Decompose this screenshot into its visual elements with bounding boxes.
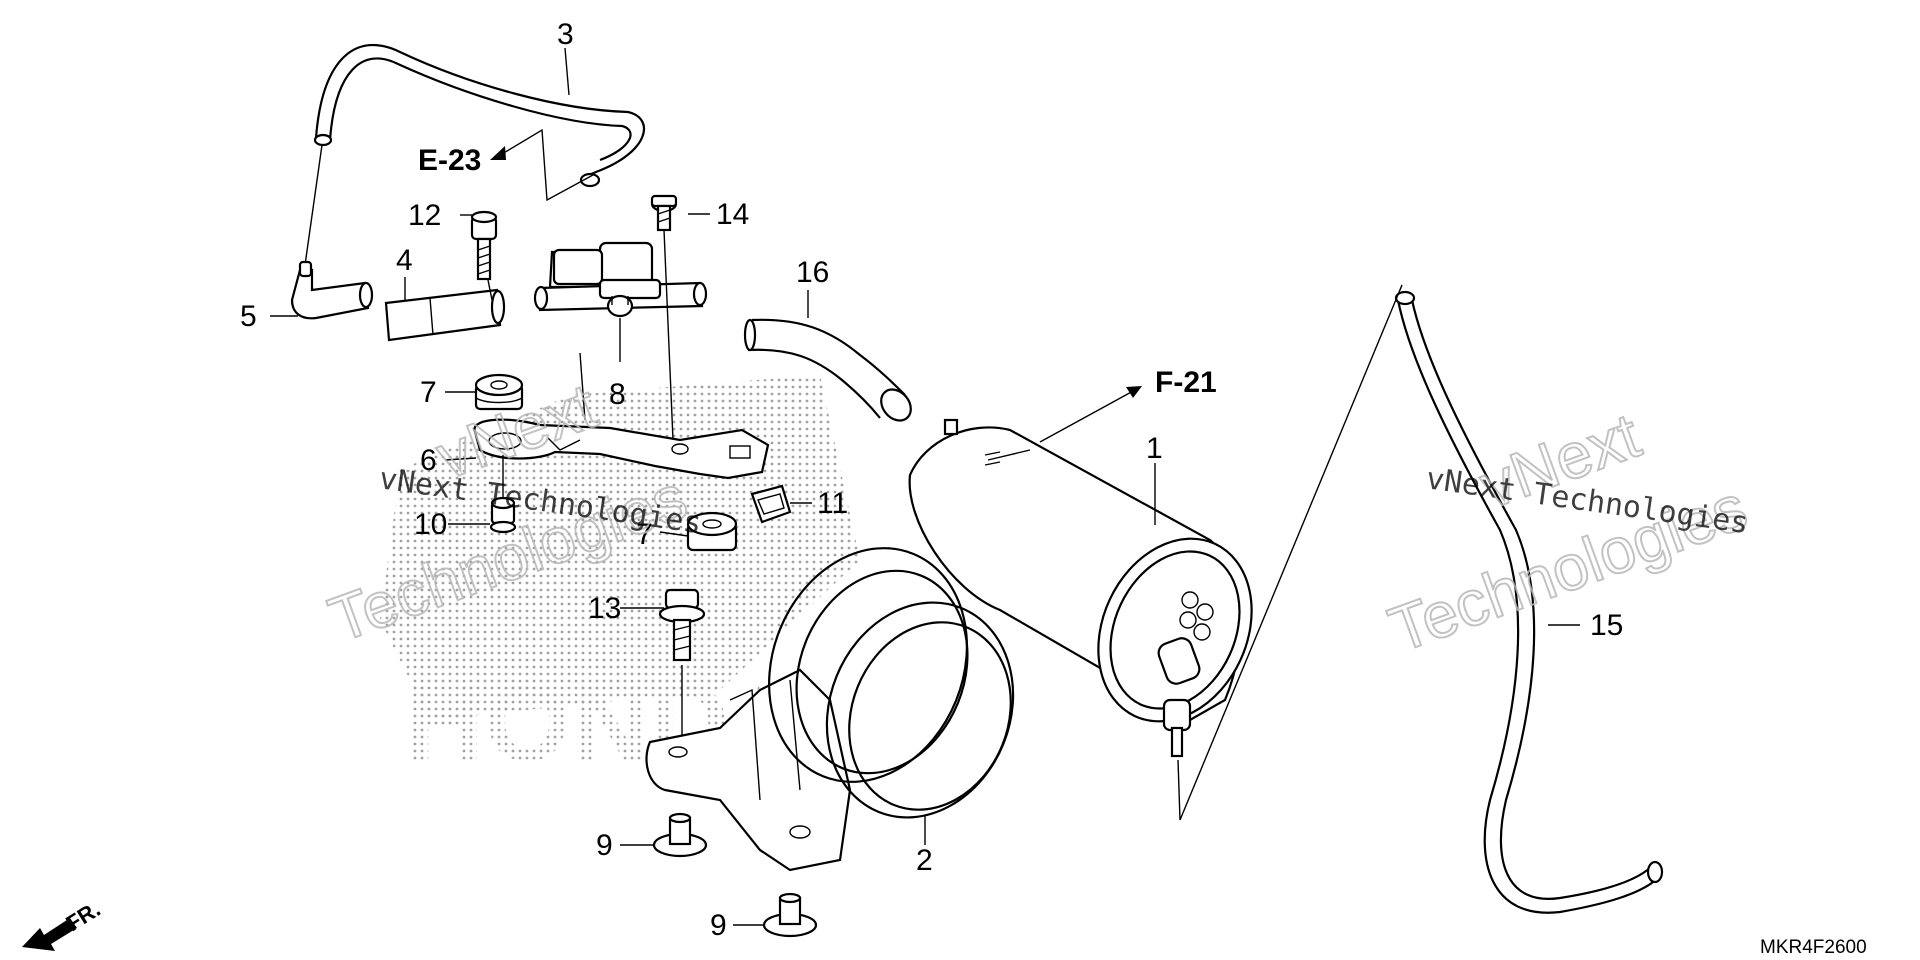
callout-10: 10 xyxy=(414,508,447,541)
callout-6: 6 xyxy=(420,444,437,477)
diagram-code: MKR4F2600 xyxy=(1760,937,1867,958)
leader-15-to-canister xyxy=(1179,284,1403,821)
part-9-collar-lower xyxy=(762,892,818,938)
callout-5: 5 xyxy=(240,300,257,333)
callout-12: 12 xyxy=(408,199,441,232)
callout-8: 8 xyxy=(609,378,626,411)
part-8-purge-valve xyxy=(533,241,708,318)
callout-1: 1 xyxy=(1146,432,1163,465)
callout-9-upper: 9 xyxy=(596,829,613,862)
part-1-canister xyxy=(908,418,1253,758)
part-16-hose xyxy=(743,318,912,422)
callout-2: 2 xyxy=(916,844,933,877)
callout-9-lower: 9 xyxy=(710,909,727,942)
callout-14: 14 xyxy=(716,198,749,231)
part-2-bracket xyxy=(645,547,1015,872)
part-9-collar-upper xyxy=(652,812,708,858)
callout-7-upper: 7 xyxy=(420,376,437,409)
leader-5-to-3 xyxy=(304,144,323,266)
callout-13: 13 xyxy=(588,592,621,625)
ref-label-e23: E-23 xyxy=(418,144,481,177)
part-7-grommet-lower xyxy=(686,511,738,552)
callout-3: 3 xyxy=(557,18,574,51)
part-6-stay xyxy=(473,418,770,480)
part-15-hose xyxy=(1394,290,1664,914)
part-3-hose xyxy=(313,43,646,188)
part-13-bolt xyxy=(658,588,706,662)
ref-e23-arrow xyxy=(490,128,594,202)
part-12-bolt xyxy=(470,210,498,281)
callout-7-lower: 7 xyxy=(636,518,653,551)
leader-1-bottom xyxy=(1177,759,1181,821)
callout-15: 15 xyxy=(1590,609,1623,642)
part-10-collar xyxy=(489,496,517,534)
ref-label-f21: F-21 xyxy=(1155,366,1217,399)
front-direction-arrow xyxy=(22,918,77,951)
callout-11: 11 xyxy=(817,487,848,520)
part-11-clip xyxy=(750,484,792,524)
part-4-sleeve xyxy=(384,288,506,342)
ref-f21-arrow xyxy=(1039,386,1142,443)
leader-8-stay xyxy=(579,352,586,421)
callout-16: 16 xyxy=(796,256,829,289)
part-7-grommet-upper xyxy=(474,373,524,411)
callout-leaders xyxy=(270,47,1580,926)
watermark-right: vNext Technologies vNext Technologies xyxy=(1379,398,1757,667)
leader-14 xyxy=(663,229,674,441)
callout-4: 4 xyxy=(396,244,413,277)
leader-12 xyxy=(487,279,493,301)
part-14-screw xyxy=(650,194,678,232)
part-5-elbow xyxy=(290,260,374,320)
